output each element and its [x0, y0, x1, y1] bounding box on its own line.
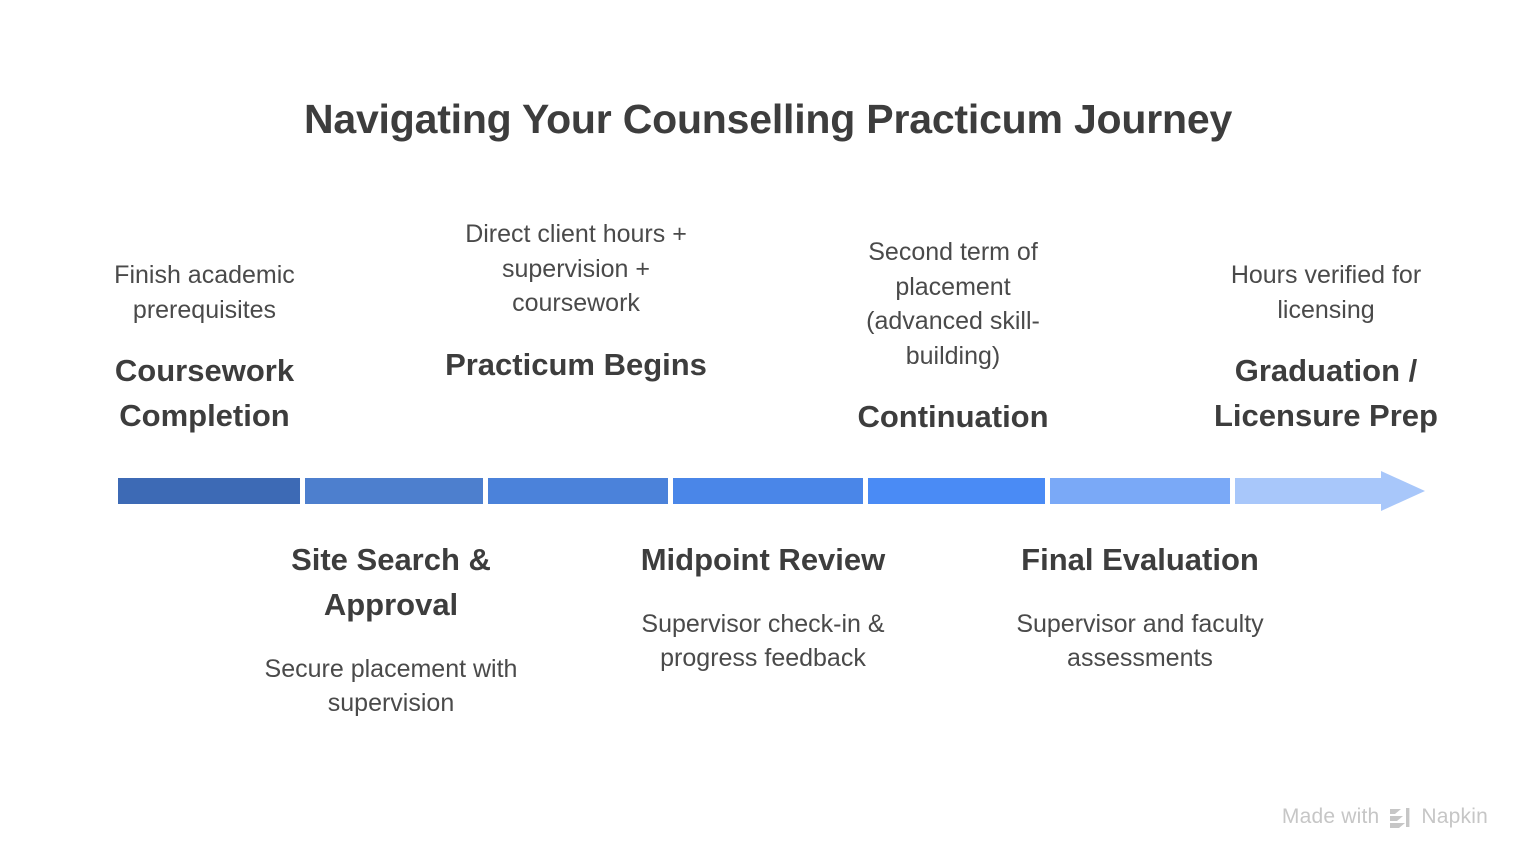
timeline-segment-2 — [305, 478, 483, 504]
milestone-name: Midpoint Review — [640, 542, 886, 577]
napkin-watermark: Made with Napkin — [1282, 805, 1488, 829]
timeline-segment-1 — [118, 478, 300, 504]
milestone-name: Coursework Completion — [114, 353, 295, 433]
milestone-final-evaluation: Final Evaluation Supervisor and faculty … — [1007, 538, 1273, 676]
napkin-logo-icon — [1390, 808, 1410, 828]
milestone-continuation: Second term of placement (advanced skill… — [838, 235, 1068, 440]
timeline-arrow-bar — [118, 471, 1425, 511]
milestone-description: Supervisor check-in & progress feedback — [641, 609, 885, 673]
milestone-description: Supervisor and faculty assessments — [1016, 609, 1264, 673]
milestone-description: Hours verified for licensing — [1230, 261, 1422, 324]
watermark-brand-label: Napkin — [1421, 805, 1488, 828]
milestone-name: Continuation — [857, 399, 1049, 434]
milestone-description: Finish academic prerequisites — [114, 261, 295, 324]
timeline-segment-4 — [673, 478, 863, 504]
milestone-coursework-completion: Finish academic prerequisites Coursework… — [72, 258, 337, 439]
page-title: Navigating Your Counselling Practicum Jo… — [303, 96, 1233, 142]
milestone-graduation-licensure-prep: Hours verified for licensing Graduation … — [1190, 258, 1462, 439]
milestone-name: Practicum Begins — [445, 346, 707, 382]
milestone-name: Graduation / Licensure Prep — [1214, 353, 1438, 433]
milestone-name: Site Search & Approval — [291, 542, 491, 622]
timeline-segment-5 — [868, 478, 1045, 504]
timeline-segment-6 — [1050, 478, 1230, 504]
timeline-segment-3 — [488, 478, 668, 504]
milestone-description: Direct client hours + supervision + cour… — [465, 220, 687, 317]
watermark-made-with-label: Made with — [1281, 805, 1380, 828]
milestone-midpoint-review: Midpoint Review Supervisor check-in & pr… — [630, 538, 896, 676]
milestone-site-search-approval: Site Search & Approval Secure placement … — [258, 538, 524, 721]
milestone-practicum-begins: Direct client hours + supervision + cour… — [443, 217, 709, 387]
milestone-description: Second term of placement (advanced skill… — [866, 238, 1040, 370]
arrow-head-icon — [1381, 471, 1425, 511]
milestone-description: Secure placement with supervision — [264, 654, 518, 718]
milestone-name: Final Evaluation — [1021, 542, 1259, 577]
timeline-segment-7 — [1235, 478, 1385, 504]
